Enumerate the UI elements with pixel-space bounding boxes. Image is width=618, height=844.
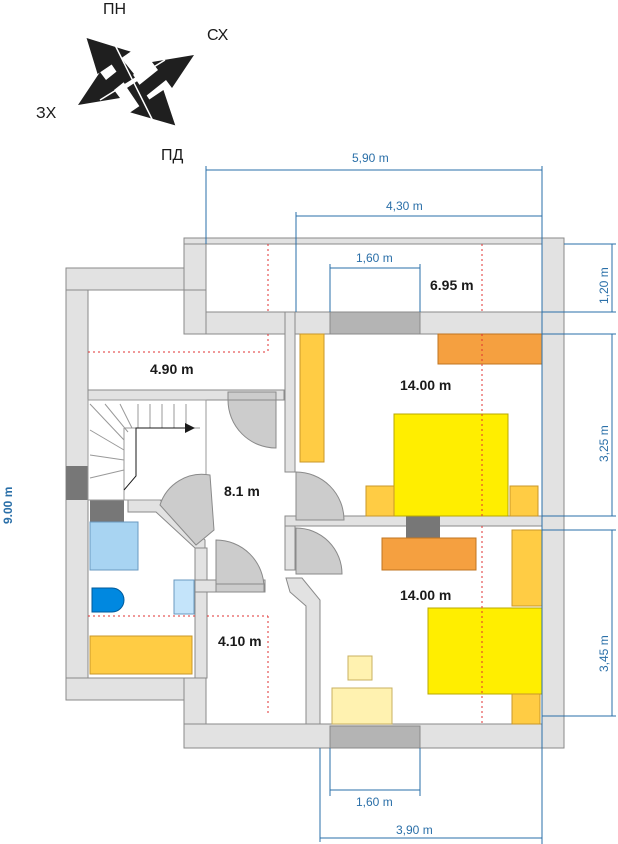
wall-interior-upper — [284, 311, 296, 473]
wall-inner-corner — [183, 289, 207, 335]
dim-top-inner: 4,30 m — [386, 199, 423, 213]
wall-top-left — [65, 267, 187, 291]
dim-bottom-total: 3,90 m — [396, 823, 433, 837]
stair-tread — [119, 403, 133, 429]
compass-arrow-east-icon — [138, 55, 194, 96]
bed-top — [393, 413, 509, 517]
wall-balcony-lower-right — [419, 311, 543, 335]
compass-label-south: ПД — [161, 147, 184, 164]
door-landing-frame — [227, 391, 277, 401]
compass-label-north: ПН — [103, 1, 126, 18]
nightstand-top-left — [365, 485, 395, 517]
wardrobe-bottom — [511, 529, 543, 607]
bed-bottom — [427, 607, 543, 695]
dim-left-total: 9.00 m — [1, 487, 15, 524]
nightstand-bottom — [511, 693, 541, 725]
door-bedroom-bottom — [295, 527, 343, 575]
nightstand-top-right — [509, 485, 539, 517]
sink-icon — [91, 587, 125, 613]
compass-label-east: СХ — [207, 27, 229, 44]
room-label-landing: 4.90 m — [150, 361, 194, 377]
bathtub — [89, 521, 139, 571]
bath-cabinet — [89, 635, 193, 675]
stair-tread — [89, 454, 125, 461]
dim-top-total: 5,90 m — [352, 151, 389, 165]
stair-tread — [104, 403, 129, 433]
wall-step — [183, 237, 207, 291]
stair-tread — [89, 403, 125, 441]
door-landing — [227, 399, 277, 449]
chair — [347, 655, 373, 681]
compass-arrow-west-icon — [78, 64, 134, 105]
wall-right — [541, 237, 565, 749]
wall-diagonal — [285, 577, 321, 725]
wall-top — [183, 237, 565, 245]
door-stair-diagonal — [159, 473, 215, 546]
wall-interior-mid — [284, 519, 296, 571]
dresser-top — [437, 333, 543, 365]
wall-bath-right — [194, 547, 208, 679]
stair-direction-arrow-icon — [123, 423, 195, 491]
door-bath — [215, 539, 265, 589]
toilet-icon — [173, 579, 195, 615]
chimney-middle — [406, 516, 440, 540]
room-label-bedroom-bottom: 14.00 m — [400, 587, 451, 603]
wall-balcony-lower-left — [205, 311, 287, 335]
dim-bottom-window: 1,60 m — [356, 795, 393, 809]
stair-tread — [89, 429, 125, 451]
window-top — [329, 311, 421, 335]
dim-right-bedroom-top: 3,25 m — [597, 425, 611, 462]
door-bath-frame — [215, 583, 265, 593]
roof-lines — [88, 244, 483, 724]
room-label-bath: 4.10 m — [218, 633, 262, 649]
room-label-hall: 8.1 m — [224, 483, 260, 499]
dimensions: 5,90 m 4,30 m 1,60 m 1,20 m 3,25 m 3,45 … — [1, 151, 616, 844]
stair-tread — [89, 469, 125, 479]
window-bottom — [329, 725, 421, 749]
room-label-bedroom-top: 14.00 m — [400, 377, 451, 393]
dim-right-balcony: 1,20 m — [597, 267, 611, 304]
chimney-stair — [90, 500, 124, 522]
compass-label-west: ЗХ — [36, 105, 57, 122]
compass: ПН СХ ЗХ ПД — [36, 1, 229, 164]
door-bedroom-top — [295, 471, 345, 521]
dim-right-bedroom-bottom: 3,45 m — [597, 635, 611, 672]
wardrobe-top — [299, 333, 325, 463]
dresser-bottom — [381, 537, 477, 571]
dim-top-window: 1,60 m — [356, 251, 393, 265]
room-label-balcony: 6.95 m — [430, 277, 474, 293]
chimney-left — [66, 466, 88, 500]
compass-cross-line — [114, 44, 156, 126]
desk — [331, 687, 393, 725]
